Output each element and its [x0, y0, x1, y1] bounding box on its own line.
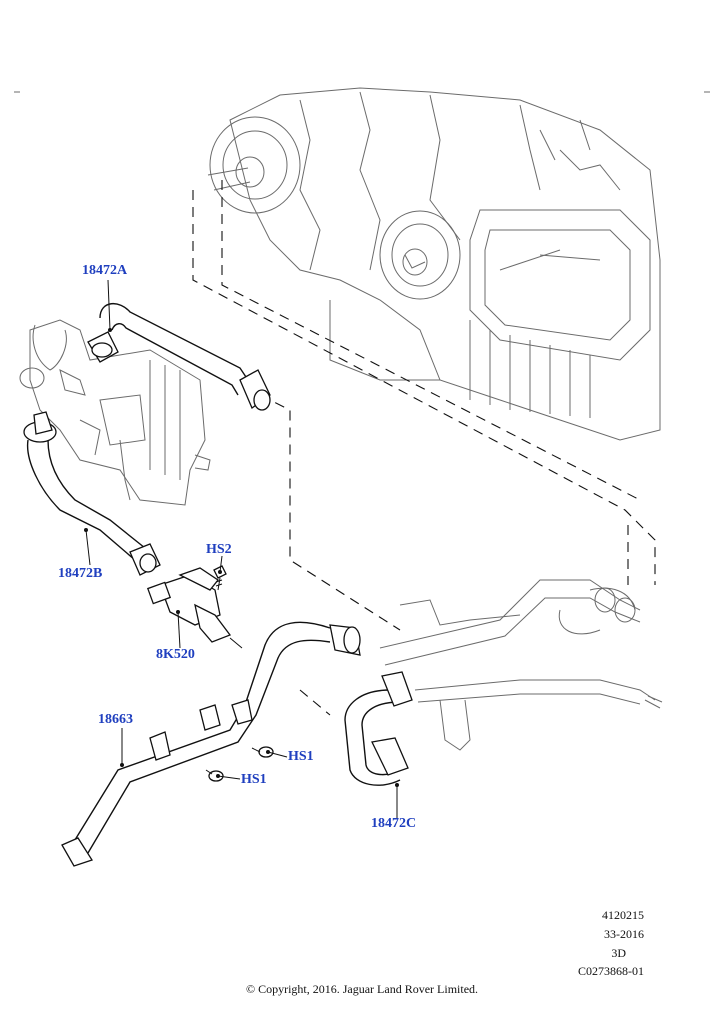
hose-18472C: [344, 671, 413, 786]
drawing-ref: C0273868-01: [578, 964, 644, 978]
hvac-unit: [207, 87, 661, 441]
callout-18472C: 18472C: [371, 816, 417, 831]
leader-lines: [84, 279, 399, 818]
drawing-date: 33-2016: [604, 927, 644, 941]
callout-18472B: 18472B: [58, 566, 103, 581]
background-pipes: [379, 579, 663, 751]
callout-18472A: 18472A: [82, 263, 128, 278]
hose-18472A: [87, 303, 271, 411]
callout-8K520: 8K520: [156, 647, 195, 662]
hose-18472B: [23, 411, 161, 576]
screw-HS1-lower: [205, 769, 224, 782]
routing-dashes: [192, 180, 656, 716]
drawing-code: 4120215: [602, 908, 644, 922]
copyright-notice: © Copyright, 2016. Jaguar Land Rover Lim…: [245, 982, 479, 996]
drawing-view: 3D: [611, 946, 626, 960]
heater-assembly: [19, 319, 211, 506]
pipe-18663: [61, 621, 361, 867]
callout-HS1-lower: HS1: [241, 772, 267, 787]
callout-18663: 18663: [98, 712, 133, 727]
callout-HS1-upper: HS1: [288, 749, 314, 764]
callout-HS2: HS2: [206, 542, 232, 557]
valve-8K520: [146, 567, 243, 649]
